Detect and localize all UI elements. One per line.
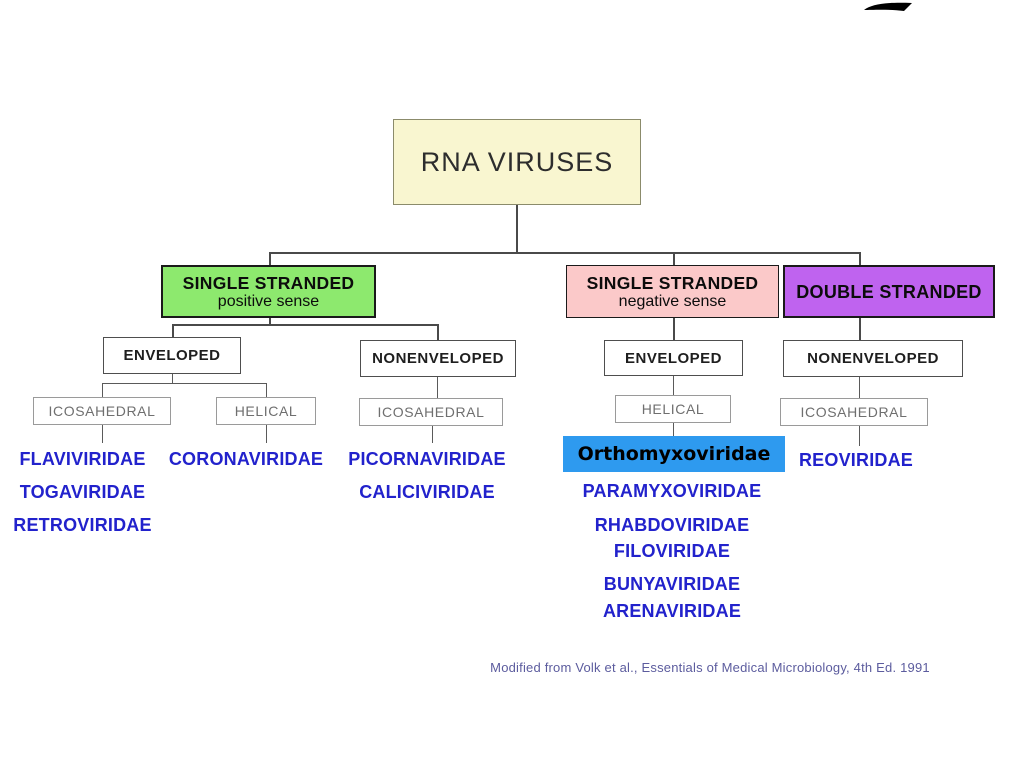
node-positive-enveloped-helical: HELICAL	[216, 397, 316, 425]
node-label: NONENVELOPED	[372, 350, 504, 367]
pen-mark-icon	[864, 2, 912, 12]
family-bunyaviridae: BUNYAVIRIDAE	[603, 574, 741, 594]
connector-line	[172, 324, 174, 337]
node-rna-viruses: RNA VIRUSES	[393, 119, 641, 205]
family-caliciviridae: CALICIVIRIDAE	[359, 482, 495, 502]
source-caption: Modified from Volk et al., Essentials of…	[490, 660, 930, 675]
connector-line	[859, 318, 861, 340]
node-single-stranded-positive: SINGLE STRANDED positive sense	[161, 265, 376, 318]
node-label: HELICAL	[234, 403, 298, 419]
connector-line	[673, 318, 675, 340]
node-positive-nonenveloped-icosahedral: ICOSAHEDRAL	[359, 398, 503, 426]
connector-line	[269, 252, 271, 265]
node-subtitle: positive sense	[217, 292, 320, 310]
connector-line	[269, 318, 271, 324]
connector-line	[102, 383, 267, 384]
node-double-stranded: DOUBLE STRANDED	[783, 265, 995, 318]
connector-line	[437, 377, 438, 398]
connector-line	[102, 425, 103, 443]
connector-line	[269, 252, 861, 254]
connector-line	[266, 383, 267, 397]
node-title: SINGLE STRANDED	[586, 272, 759, 293]
connector-line	[432, 426, 433, 443]
node-label: ICOSAHEDRAL	[377, 404, 485, 420]
node-single-stranded-negative: SINGLE STRANDED negative sense	[566, 265, 779, 318]
node-label: ENVELOPED	[123, 347, 221, 364]
node-negative-enveloped-helical: HELICAL	[615, 395, 731, 423]
family-paramyxoviridae: PARAMYXOVIRIDAE	[582, 481, 762, 501]
connector-line	[859, 426, 860, 446]
node-label: ICOSAHEDRAL	[48, 403, 156, 419]
node-title: SINGLE STRANDED	[182, 272, 355, 293]
connector-line	[859, 252, 861, 265]
family-arenaviridae: ARENAVIRIDAE	[602, 601, 742, 621]
family-flaviviridae: FLAVIVIRIDAE	[19, 449, 146, 469]
connector-line	[673, 423, 674, 436]
connector-line	[172, 374, 173, 383]
family-coronaviridae: CORONAVIRIDAE	[168, 449, 324, 469]
node-positive-enveloped: ENVELOPED	[103, 337, 241, 374]
connector-line	[673, 376, 674, 395]
connector-line	[172, 324, 437, 326]
connector-line	[516, 205, 518, 252]
connector-line	[859, 377, 860, 398]
node-double-nonenveloped: NONENVELOPED	[783, 340, 963, 377]
node-positive-enveloped-icosahedral: ICOSAHEDRAL	[33, 397, 171, 425]
family-retroviridae: RETROVIRIDAE	[13, 515, 152, 535]
family-reoviridae: REOVIRIDAE	[798, 450, 914, 470]
node-double-nonenveloped-icosahedral: ICOSAHEDRAL	[780, 398, 928, 426]
connector-line	[673, 252, 675, 265]
node-subtitle: negative sense	[618, 292, 727, 310]
connector-line	[437, 324, 439, 340]
family-filoviridae: FILOVIRIDAE	[613, 541, 731, 561]
node-positive-nonenveloped: NONENVELOPED	[360, 340, 516, 377]
family-rhabdoviridae: RHABDOVIRIDAE	[594, 515, 750, 535]
node-rna-viruses-label: RNA VIRUSES	[420, 146, 614, 177]
family-togaviridae: TOGAVIRIDAE	[19, 482, 146, 502]
node-label: HELICAL	[641, 401, 705, 417]
node-label: ICOSAHEDRAL	[800, 404, 908, 420]
connector-line	[266, 425, 267, 443]
node-negative-enveloped: ENVELOPED	[604, 340, 743, 376]
node-label: NONENVELOPED	[807, 350, 939, 367]
node-label: ENVELOPED	[624, 349, 723, 367]
node-title: DOUBLE STRANDED	[796, 281, 982, 302]
connector-line	[102, 383, 103, 397]
family-orthomyxoviridae-highlighted: Orthomyxoviridae	[563, 436, 785, 472]
family-picornaviridae: PICORNAVIRIDAE	[348, 449, 506, 469]
